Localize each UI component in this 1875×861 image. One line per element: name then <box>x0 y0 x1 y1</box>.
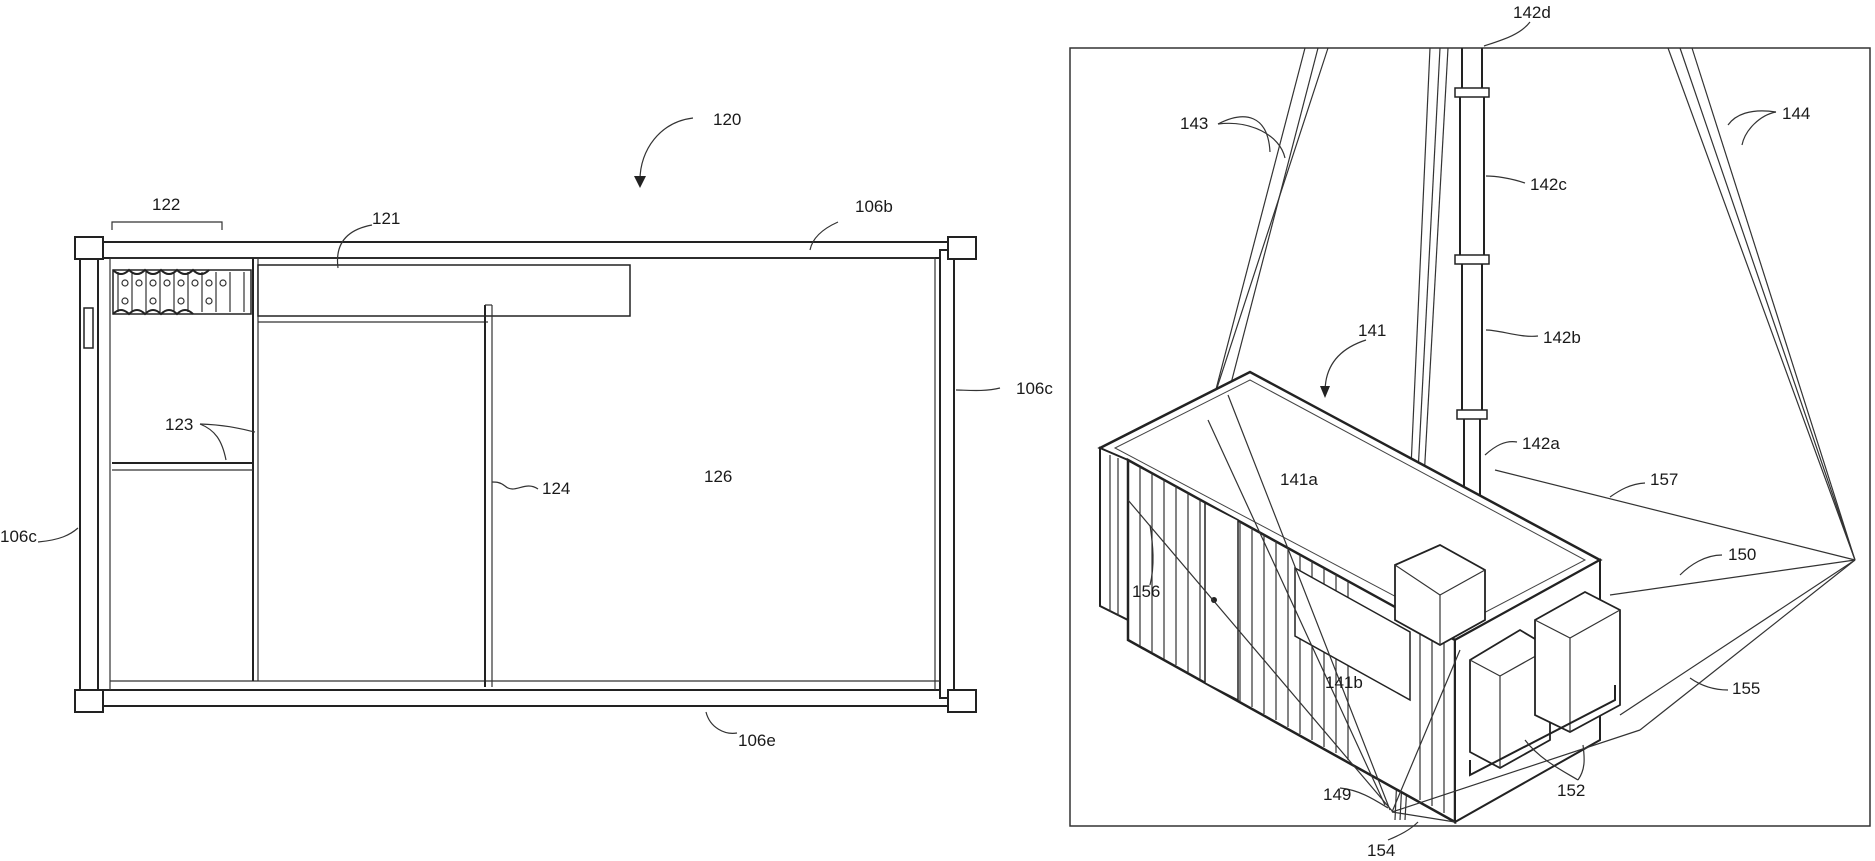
label-106c-left: 106c <box>0 527 37 546</box>
label-124: 124 <box>542 479 570 498</box>
label-154: 154 <box>1367 841 1395 860</box>
rack-equipment <box>113 270 251 314</box>
mast-container-figure: 142d 143 144 142c 142b 142a 141 141a 141… <box>1070 3 1870 860</box>
label-150: 150 <box>1728 545 1756 564</box>
label-143: 143 <box>1180 114 1208 133</box>
label-141b: 141b <box>1325 673 1363 692</box>
label-121: 121 <box>372 209 400 228</box>
label-106e: 106e <box>738 731 776 750</box>
label-123: 123 <box>165 415 193 434</box>
label-156: 156 <box>1132 582 1160 601</box>
label-141a: 141a <box>1280 470 1318 489</box>
floor-plan-figure: 120 122 121 106b 106c 106c 123 124 126 1… <box>0 110 1053 750</box>
label-149: 149 <box>1323 785 1351 804</box>
label-144: 144 <box>1782 104 1810 123</box>
door-handle <box>84 308 93 348</box>
corner-block-tl <box>75 237 103 259</box>
label-157: 157 <box>1650 470 1678 489</box>
container-end-face <box>1100 448 1128 620</box>
label-122: 122 <box>152 195 180 214</box>
label-106b: 106b <box>855 197 893 216</box>
shelf-unit <box>258 265 630 316</box>
label-120: 120 <box>713 110 741 129</box>
top-rail <box>92 242 954 258</box>
label-155: 155 <box>1732 679 1760 698</box>
label-126: 126 <box>704 467 732 486</box>
bottom-rail <box>92 690 954 706</box>
corner-block-br <box>948 690 976 712</box>
label-152: 152 <box>1557 781 1585 800</box>
right-rail <box>940 250 954 698</box>
label-142c: 142c <box>1530 175 1567 194</box>
corner-block-bl <box>75 690 103 712</box>
label-142d: 142d <box>1513 3 1551 22</box>
label-141: 141 <box>1358 321 1386 340</box>
corner-block-tr <box>948 237 976 259</box>
label-142b: 142b <box>1543 328 1581 347</box>
label-142a: 142a <box>1522 434 1560 453</box>
label-106c-right: 106c <box>1016 379 1053 398</box>
